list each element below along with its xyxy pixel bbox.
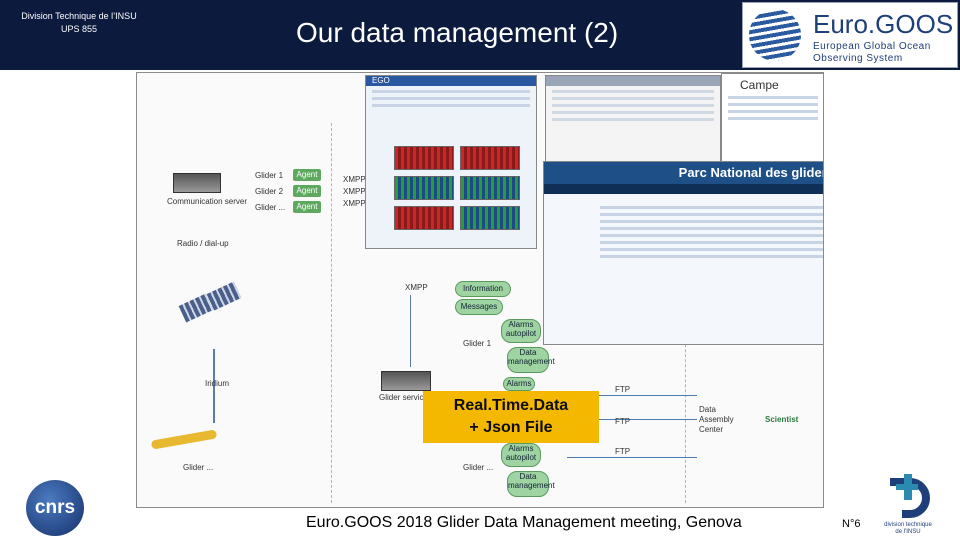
alarms-bubble: Alarms (503, 377, 535, 391)
web-screenshot (545, 75, 721, 169)
divider-line (331, 123, 332, 503)
glider-more-label: Glider ... (255, 203, 285, 212)
header-bar: Division Technique de l’INSU UPS 855 Our… (0, 0, 960, 70)
messages-bubble: Messages (455, 299, 503, 315)
realtime-line-1: Real.Time.Data (423, 395, 599, 417)
agent-badge: Agent (293, 185, 321, 197)
org-label: Division Technique de l’INSU UPS 855 (14, 10, 144, 36)
alarms-autopilot-bubble: Alarms autopilot (501, 443, 541, 467)
data-management-bubble: Data management (507, 471, 549, 497)
glider-vehicle-label: Glider ... (183, 463, 213, 472)
data-management-bubble: Data management (507, 347, 549, 373)
logo-subtitle-line-2: Observing System (813, 53, 931, 65)
plot-thumbnail (394, 176, 454, 200)
dac-label: Data Assembly Center (699, 405, 743, 435)
scientist-label: Scientist (765, 415, 798, 424)
plot-thumbnail (394, 206, 454, 230)
ftp-label: FTP (615, 447, 630, 456)
footer-meeting-text: Euro.GOOS 2018 Glider Data Management me… (306, 514, 742, 532)
iridium-label: Iridium (205, 379, 229, 388)
ftp-label: FTP (615, 385, 630, 394)
alarms-autopilot-bubble: Alarms autopilot (501, 319, 541, 343)
org-line-2: UPS 855 (14, 23, 144, 36)
logo-subtitle: European Global Ocean Observing System (813, 41, 931, 65)
communication-server-label: Communication server (167, 197, 247, 206)
campe-label: Campe (740, 78, 779, 92)
ftp-line (567, 457, 697, 458)
xmpp-label: XMPP (343, 199, 366, 208)
xmpp-label: XMPP (343, 175, 366, 184)
server-icon (381, 371, 431, 391)
server-icon (173, 173, 221, 193)
xmpp-label: XMPP (343, 187, 366, 196)
xmpp-label: XMPP (405, 283, 428, 292)
cnrs-logo: cnrs (26, 480, 84, 536)
plot-thumbnail (394, 146, 454, 170)
realtime-line-2: + Json File (423, 417, 599, 439)
link-line (410, 295, 411, 367)
plot-thumbnail (460, 146, 520, 170)
dt-logo-line-2: de l'INSU (878, 529, 938, 536)
dt-logo-line-1: division technique (878, 522, 938, 529)
realtime-data-box: Real.Time.Data + Json File (423, 391, 599, 443)
logo-name: Euro.GOOS (813, 9, 953, 40)
glider-2-label: Glider 2 (255, 187, 283, 196)
logo-subtitle-line-1: European Global Ocean (813, 41, 931, 53)
radio-link-label: Radio / dial-up (177, 239, 229, 248)
ego-screenshot: EGO (365, 75, 537, 249)
glider-1-label: Glider 1 (255, 171, 283, 180)
org-line-1: Division Technique de l’INSU (14, 10, 144, 23)
globe-icon (749, 9, 801, 61)
eurogoos-logo: Euro.GOOS European Global Ocean Observin… (742, 2, 958, 68)
slide-title: Our data management (2) (296, 17, 618, 49)
architecture-diagram: Communication server Glider 1 Glider 2 G… (136, 72, 824, 508)
information-bubble: Information (455, 281, 511, 297)
parc-title: Parc National des gliders (544, 162, 824, 184)
ftp-line (597, 419, 697, 420)
parc-nav (544, 184, 824, 194)
plot-thumbnail (460, 206, 520, 230)
glider-more-label: Glider ... (463, 463, 493, 472)
dt-logo-text: division technique de l'INSU (878, 522, 938, 536)
glider-1-label: Glider 1 (463, 339, 491, 348)
page-number: N°6 (842, 518, 860, 530)
parc-screenshot: Parc National des gliders (543, 161, 824, 345)
agent-badge: Agent (293, 201, 321, 213)
ftp-label: FTP (615, 417, 630, 426)
dt-logo-icon (880, 470, 934, 524)
ego-label: EGO (372, 76, 390, 85)
agent-badge: Agent (293, 169, 321, 181)
plot-thumbnail (460, 176, 520, 200)
satellite-icon (207, 282, 242, 311)
glider-vehicle-icon (151, 429, 218, 449)
